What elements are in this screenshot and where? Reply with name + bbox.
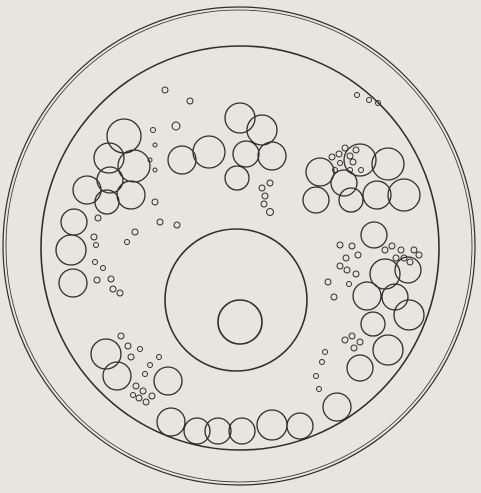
paper-background xyxy=(0,0,481,493)
illustration-canvas xyxy=(0,0,481,493)
cell-illustration xyxy=(0,0,481,493)
